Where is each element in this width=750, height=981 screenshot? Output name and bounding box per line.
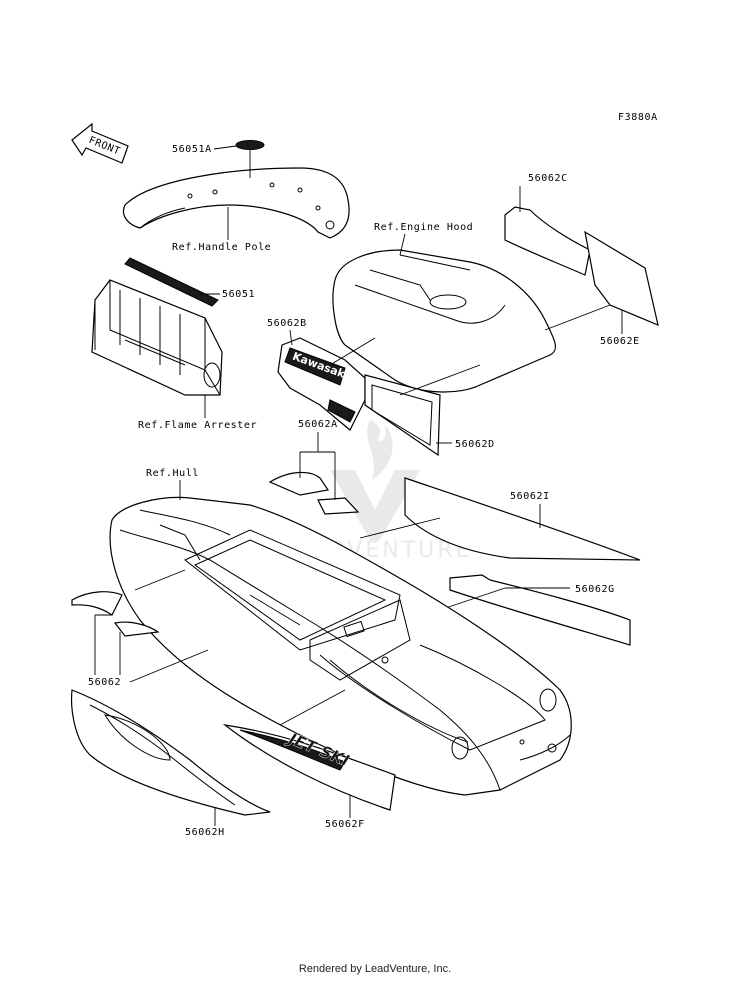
callout-56062E: 56062E xyxy=(600,336,640,347)
callout-56062I: 56062I xyxy=(510,491,550,502)
callout-56062H: 56062H xyxy=(185,827,225,838)
decal-56062I xyxy=(404,477,641,561)
decal-56062C xyxy=(504,206,591,276)
decal-56062G xyxy=(449,574,631,646)
callout-56062F: 56062F xyxy=(325,819,365,830)
callout-56062C: 56062C xyxy=(528,173,568,184)
decal-56062D xyxy=(364,374,441,457)
callout-56062B: 56062B xyxy=(267,318,307,329)
front-arrow-icon: FRONT xyxy=(71,122,129,164)
hull xyxy=(109,496,572,796)
footer-credit: Rendered by LeadVenture, Inc. xyxy=(298,963,452,975)
decal-56062B-kawasaki: Kawasaki xyxy=(277,337,366,431)
callout-56051A: 56051A xyxy=(172,144,212,155)
ref-engine-hood: Ref.Engine Hood xyxy=(374,222,473,233)
decal-56062H xyxy=(70,689,271,816)
callout-56062G: 56062G xyxy=(575,584,615,595)
engine-hood xyxy=(332,249,557,393)
emblem-56051A xyxy=(235,140,265,150)
ref-flame-arrester: Ref.Flame Arrester xyxy=(138,420,257,431)
flame-arrester xyxy=(91,279,223,396)
decal-56051 xyxy=(124,257,219,307)
ref-hull: Ref.Hull xyxy=(146,468,199,479)
callout-56051: 56051 xyxy=(222,289,255,300)
callout-56062: 56062 xyxy=(88,677,121,688)
callout-56062A: 56062A xyxy=(298,419,338,430)
ref-handle-pole: Ref.Handle Pole xyxy=(172,242,271,253)
handle-pole xyxy=(122,167,350,239)
figure-code: F3880A xyxy=(618,112,658,123)
decal-56062E xyxy=(584,230,659,327)
decal-56062 xyxy=(71,591,160,637)
decal-56062A xyxy=(268,471,360,515)
callout-56062D: 56062D xyxy=(455,439,495,450)
